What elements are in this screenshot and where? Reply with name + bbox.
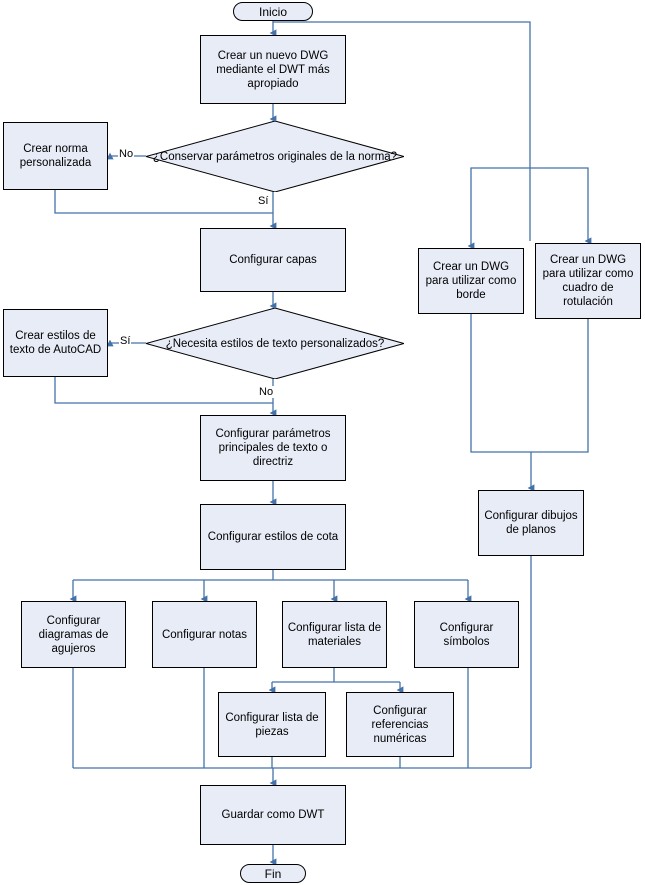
node-crear-norma[interactable]: Crear norma personalizada: [3, 122, 108, 190]
node-configurar-diagramas-agujeros-label: Configurar diagramas de agujeros: [38, 614, 109, 655]
edge-split-to-dwg-borde: [467, 167, 530, 250]
node-fin-label: Fin: [264, 866, 282, 881]
node-configurar-lista-materiales-label: Configurar lista de materiales: [287, 621, 382, 648]
edge-label-si-norma-text: Sí: [258, 195, 269, 207]
node-configurar-capas-label: Configurar capas: [229, 254, 317, 266]
node-dwg-rotulacion-label: Crear un DWG para utilizar como cuadro d…: [542, 254, 634, 308]
node-configurar-capas[interactable]: Configurar capas: [200, 228, 346, 292]
edge-split-to-dwg-rotulacion: [530, 167, 592, 245]
node-dec-conservar-norma[interactable]: ¿Conservar parámetros originales de la n…: [146, 121, 404, 192]
node-configurar-simbolos-label: Configurar símbolos: [439, 621, 494, 648]
edge-crear-norma-rejoin: [54, 190, 273, 214]
diamond-shape-norma: [146, 121, 404, 192]
node-configurar-lista-materiales[interactable]: Configurar lista de materiales: [282, 601, 387, 668]
node-dwg-borde-label: Crear un DWG para utilizar como borde: [425, 261, 517, 301]
node-configurar-parametros-texto-label: Configurar parámetros principales de tex…: [215, 428, 331, 468]
edge-crear-estilos-rejoin: [54, 377, 273, 404]
node-dec-estilos-texto[interactable]: ¿Necesita estilos de texto personalizado…: [146, 308, 404, 379]
edge-label-si-texto-text: Sí: [120, 335, 131, 347]
node-configurar-lista-piezas-label: Configurar lista de piezas: [225, 711, 319, 738]
node-configurar-notas-label: Configurar notas: [161, 628, 248, 641]
edge-label-si-norma: Sí: [257, 195, 270, 207]
edge-merge-dwg-boxes: [470, 314, 589, 453]
node-guardar-dwt-label: Guardar como DWT: [221, 809, 325, 821]
node-configurar-estilos-cota[interactable]: Configurar estilos de cota: [200, 504, 346, 570]
node-dwg-borde[interactable]: Crear un DWG para utilizar como borde: [418, 248, 524, 314]
node-configurar-parametros-texto[interactable]: Configurar parámetros principales de tex…: [200, 415, 346, 481]
node-configurar-dibujos-planos[interactable]: Configurar dibujos de planos: [478, 490, 584, 556]
node-configurar-dibujos-planos-label: Configurar dibujos de planos: [484, 510, 578, 536]
node-guardar-dwt[interactable]: Guardar como DWT: [200, 785, 346, 845]
edge-label-no-texto: No: [258, 386, 275, 398]
node-dec-estilos-texto-label: ¿Necesita estilos de texto personalizado…: [165, 337, 385, 350]
node-crear-dwg-label: Crear un nuevo DWG mediante el DWT más a…: [216, 49, 330, 90]
node-configurar-lista-piezas[interactable]: Configurar lista de piezas: [218, 692, 326, 757]
node-configurar-estilos-cota-label: Configurar estilos de cota: [207, 531, 339, 543]
edge-label-no-texto-text: No: [259, 386, 274, 398]
node-configurar-notas[interactable]: Configurar notas: [152, 601, 257, 668]
node-crear-dwg[interactable]: Crear un nuevo DWG mediante el DWT más a…: [200, 35, 346, 104]
node-crear-norma-label: Crear norma personalizada: [19, 143, 92, 169]
node-configurar-diagramas-agujeros[interactable]: Configurar diagramas de agujeros: [21, 601, 126, 668]
node-inicio-label: Inicio: [258, 4, 287, 19]
node-crear-estilos-texto[interactable]: Crear estilos de texto de AutoCAD: [3, 309, 108, 377]
node-dwg-rotulacion[interactable]: Crear un DWG para utilizar como cuadro d…: [535, 243, 641, 319]
diamond-shape-texto: [146, 308, 404, 379]
node-dec-conservar-norma-label: ¿Conservar parámetros originales de la n…: [152, 150, 398, 163]
node-inicio[interactable]: Inicio: [233, 2, 313, 21]
edge-label-si-texto: Sí: [119, 335, 132, 347]
node-configurar-referencias-numericas[interactable]: Configurar referencias numéricas: [346, 692, 454, 757]
edge-label-no-norma: No: [118, 148, 135, 160]
node-crear-estilos-texto-label: Crear estilos de texto de AutoCAD: [9, 330, 102, 356]
node-configurar-referencias-numericas-label: Configurar referencias numéricas: [371, 704, 429, 745]
edge-label-no-norma-text: No: [119, 148, 134, 160]
node-configurar-simbolos[interactable]: Configurar símbolos: [414, 601, 519, 668]
node-fin[interactable]: Fin: [240, 864, 306, 883]
